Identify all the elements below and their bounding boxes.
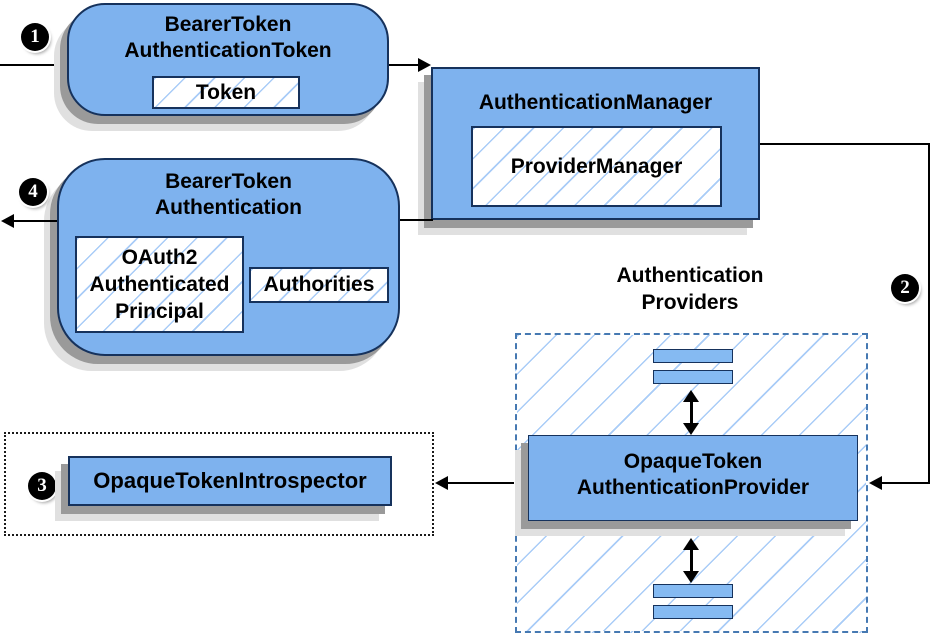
flow-line-step2-vertical [928,143,930,484]
providers-group-label-line: Authentication [616,264,764,287]
authorities-chip: Authorities [249,267,389,303]
step-3-number: 3 [37,475,47,496]
arrow-stem [689,550,693,571]
arrowhead-into-introspector [435,476,448,490]
arrowhead-down-icon [683,571,699,583]
node-opaque-token-introspector: OpaqueTokenIntrospector [68,456,392,506]
provider-stack-bar [653,349,733,363]
flow-line-outgoing [12,220,57,222]
provider-manager-label: ProviderManager [510,155,683,178]
node-authentication-manager: AuthenticationManager ProviderManager [431,67,760,220]
node-title: AuthenticationManager [478,91,713,114]
oauth2-authenticated-principal-chip: OAuth2 Authenticated Principal [75,236,244,333]
node-opaque-token-authentication-provider: OpaqueToken AuthenticationProvider [528,435,858,521]
step-2-badge: 2 [891,274,919,302]
principal-line: Authenticated [89,273,230,296]
step-4-number: 4 [28,181,38,202]
authorities-label: Authorities [263,273,375,296]
flow-line-provider-to-introspector [446,482,514,484]
providers-group-container: OpaqueToken AuthenticationProvider [515,333,868,633]
principal-line: OAuth2 [121,246,198,269]
node-bearer-token-authentication-token: BearerToken AuthenticationToken Token [67,3,389,116]
providers-group-label-line: Providers [641,291,739,314]
arrowhead-up-icon [683,390,699,402]
double-arrow-top [683,390,699,435]
step-1-number: 1 [30,26,40,47]
provider-stack-bar [653,605,733,619]
node-bearer-token-authentication: BearerToken Authentication OAuth2 Authen… [57,158,400,356]
node-title-line: AuthenticationToken [124,39,332,62]
flow-line-step2-horizontal [760,143,930,145]
arrowhead-up-icon [683,538,699,550]
token-chip-label: Token [195,81,257,104]
token-chip: Token [152,76,300,109]
flow-line-incoming [0,64,67,66]
provider-stack-bar [653,584,733,598]
introspector-container [4,432,434,536]
arrowhead-into-providers [869,476,882,490]
arrow-stem [689,402,693,423]
node-title: OpaqueTokenIntrospector [93,468,367,493]
node-title-line: OpaqueToken [623,450,763,473]
flow-line-token-to-manager [389,64,419,66]
arrowhead-into-manager [418,58,431,72]
arrowhead-outgoing [1,214,14,228]
node-title-line: BearerToken [164,13,292,36]
provider-stack-bar [653,370,733,384]
principal-line: Principal [115,300,204,323]
flow-line-manager-to-authentication [398,219,433,221]
step-3-badge: 3 [28,472,56,500]
providers-group-label: Authentication Providers [565,262,815,316]
double-arrow-bottom [683,538,699,583]
arrowhead-down-icon [683,423,699,435]
step-1-badge: 1 [21,23,49,51]
provider-manager-chip: ProviderManager [471,126,722,207]
node-title-line: BearerToken [165,170,292,193]
flow-line-step2-return [880,482,930,484]
node-title-line: AuthenticationProvider [576,476,810,499]
step-4-badge: 4 [19,178,47,206]
node-title-line: Authentication [155,196,302,219]
step-2-number: 2 [900,277,910,298]
